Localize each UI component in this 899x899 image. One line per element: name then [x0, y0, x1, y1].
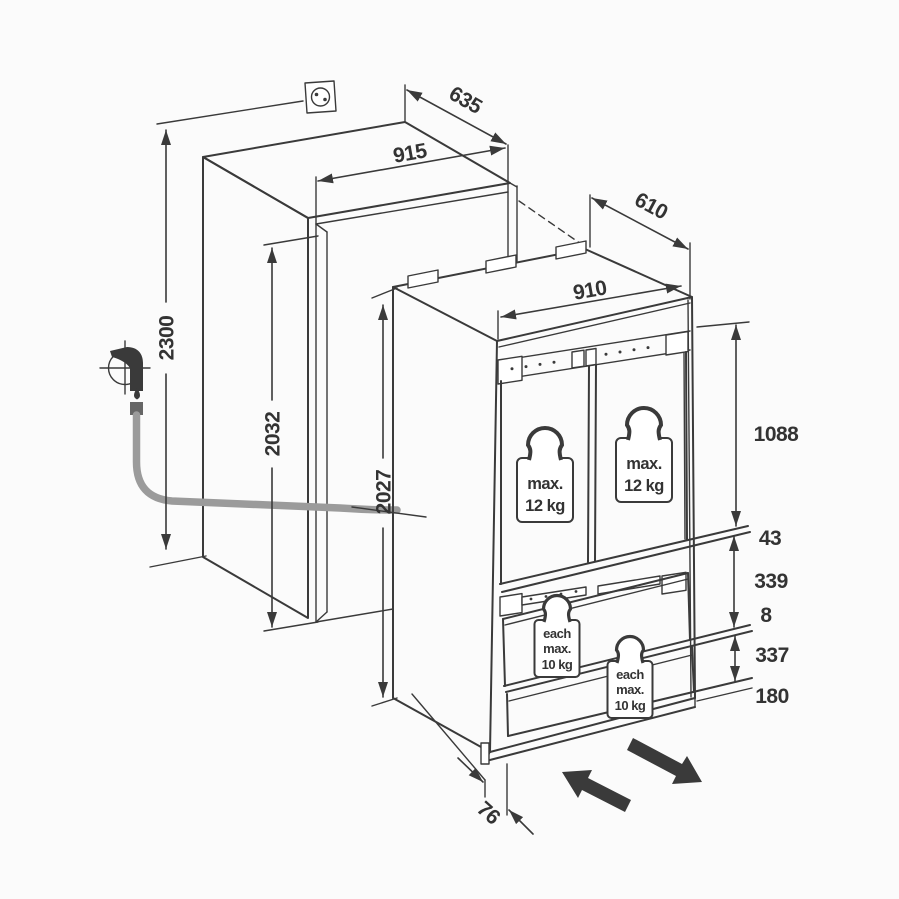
- freezer-drawers: [502, 572, 753, 737]
- dim-label-niche-inner-height: 2032: [262, 412, 285, 457]
- dim-label-door-drawer-gap: 43: [759, 527, 781, 550]
- fridge-body: [392, 240, 753, 765]
- push-in-arrow: [562, 770, 631, 812]
- drawer-rails: [499, 571, 687, 617]
- dim-label-drawer-gap: 8: [760, 604, 772, 627]
- fridge-left-side: [392, 286, 498, 753]
- dimensions: 635 915 2300 2032 610: [149, 82, 800, 835]
- drawer-load-label: each: [543, 626, 571, 641]
- dim-plinth-recess: 76: [411, 693, 534, 835]
- dim-label-appliance-width: 910: [571, 276, 608, 304]
- french-doors: [499, 351, 751, 593]
- dim-label-appliance-height: 2027: [373, 470, 396, 515]
- drawer-load-value: 10 kg: [615, 698, 646, 713]
- dim-label-plinth-recess: 76: [472, 797, 504, 829]
- hose-connector: [130, 402, 143, 415]
- pull-out-arrow: [627, 738, 702, 784]
- door-top-rail: [497, 330, 691, 385]
- dim-label-lower-drawer: 337: [755, 644, 789, 667]
- dim-label-appliance-depth: 610: [631, 188, 671, 224]
- dim-niche-depth: 635: [404, 82, 507, 145]
- door-load-label: max.: [527, 475, 563, 493]
- dim-label-niche-width: 915: [391, 139, 429, 168]
- niche-outline: [202, 121, 585, 623]
- door-load-icon-left: max. 12 kg: [516, 426, 574, 523]
- drawer-load-icon-upper: each max. 10 kg: [533, 593, 581, 678]
- dim-label-niche-height: 2300: [156, 316, 179, 361]
- drawer-load-label: each: [616, 667, 644, 682]
- dim-niche-inner-height: 2032: [262, 235, 319, 632]
- water-connection: [99, 340, 427, 518]
- door-load-value: 12 kg: [624, 477, 664, 495]
- dim-door-height: 1088: [696, 321, 800, 527]
- power-outlet-icon: [156, 80, 337, 125]
- door-load-label: max.: [626, 455, 662, 473]
- dim-label-door-height: 1088: [754, 423, 800, 446]
- drawer-load-icon-lower: each max. 10 kg: [606, 634, 654, 719]
- fridge-top-face: [392, 240, 693, 348]
- water-drop-icon: [134, 388, 140, 400]
- dim-niche-width: 915: [317, 139, 506, 184]
- dim-upper-drawer: 339: [729, 535, 788, 628]
- dim-niche-height: 2300: [149, 129, 207, 568]
- dim-lower-drawer: 337: [730, 635, 789, 682]
- door-load-icon-right: max. 12 kg: [615, 406, 673, 503]
- dim-label-plinth-height: 180: [755, 685, 789, 708]
- slide-direction-arrows: [562, 738, 702, 812]
- plinth: [480, 687, 753, 765]
- dim-label-upper-drawer: 339: [754, 570, 788, 593]
- appliance-foot: [480, 742, 490, 765]
- water-tap-icon: [99, 340, 151, 395]
- drawer-load-label: max.: [543, 641, 571, 656]
- dim-appliance-height: 2027: [371, 287, 398, 707]
- dim-appliance-width: 910: [497, 276, 682, 340]
- drawer-load-value: 10 kg: [542, 657, 573, 672]
- door-load-value: 12 kg: [525, 497, 565, 515]
- drawer-load-label: max.: [616, 682, 644, 697]
